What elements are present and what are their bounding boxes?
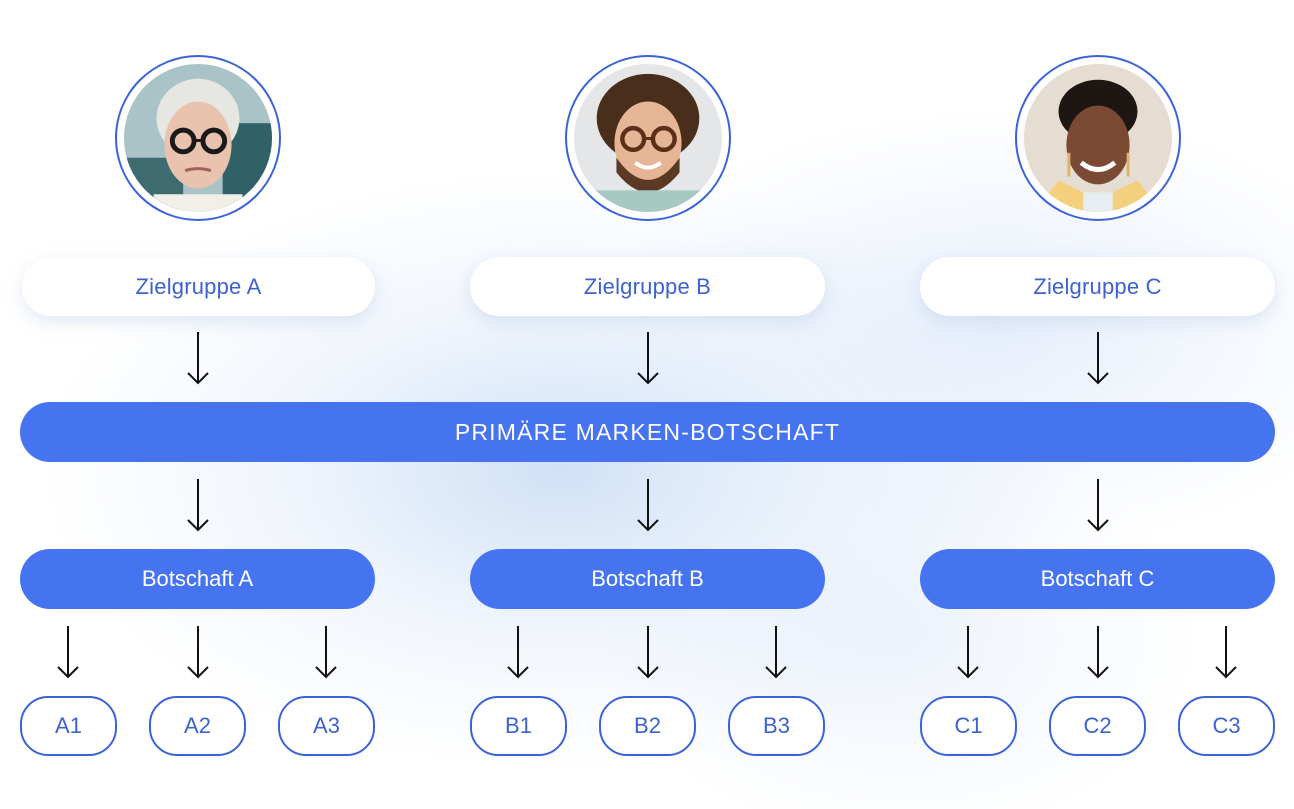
audience-pill-c: Zielgruppe C <box>920 257 1275 316</box>
message-pill-c: Botschaft C <box>920 549 1275 609</box>
arrow-down-icon <box>1086 330 1110 386</box>
sub-message-label: B1 <box>505 713 532 738</box>
sub-message-label: A2 <box>184 713 211 738</box>
arrow-down-icon <box>636 624 660 680</box>
arrow-down-icon <box>1214 624 1238 680</box>
avatar-audience-a <box>115 55 281 221</box>
arrow-down-icon <box>314 624 338 680</box>
message-label-c: Botschaft C <box>1040 566 1155 591</box>
sub-message-a2: A2 <box>149 696 246 756</box>
arrow-down-icon <box>956 624 980 680</box>
arrow-down-icon <box>1086 624 1110 680</box>
sub-message-b3: B3 <box>728 696 825 756</box>
audience-label-b: Zielgruppe B <box>583 273 712 299</box>
portrait-curly-haired-man-image <box>574 64 722 212</box>
arrow-down-icon <box>186 477 210 533</box>
portrait-smiling-woman-image <box>1024 64 1172 212</box>
message-pill-a: Botschaft A <box>20 549 375 609</box>
portrait-older-woman-image <box>124 64 272 212</box>
sub-message-label: C1 <box>954 713 983 738</box>
audience-pill-b: Zielgruppe B <box>470 257 825 316</box>
sub-message-c1: C1 <box>920 696 1017 756</box>
primary-brand-message-bar: PRIMÄRE MARKEN-BOTSCHAFT <box>20 402 1275 462</box>
arrow-down-icon <box>186 330 210 386</box>
sub-message-label: C2 <box>1083 713 1112 738</box>
primary-brand-message-label: PRIMÄRE MARKEN-BOTSCHAFT <box>454 418 841 445</box>
arrow-down-icon <box>636 330 660 386</box>
sub-message-b1: B1 <box>470 696 567 756</box>
sub-message-b2: B2 <box>599 696 696 756</box>
message-pill-b: Botschaft B <box>470 549 825 609</box>
message-label-b: Botschaft B <box>591 566 704 591</box>
arrow-down-icon <box>56 624 80 680</box>
audience-label-a: Zielgruppe A <box>135 273 262 299</box>
avatar-audience-b <box>565 55 731 221</box>
arrow-down-icon <box>1086 477 1110 533</box>
sub-message-c2: C2 <box>1049 696 1146 756</box>
audience-pill-a: Zielgruppe A <box>22 257 375 316</box>
arrow-down-icon <box>764 624 788 680</box>
sub-message-label: A3 <box>313 713 340 738</box>
arrow-down-icon <box>636 477 660 533</box>
sub-message-c3: C3 <box>1178 696 1275 756</box>
avatar-audience-c <box>1015 55 1181 221</box>
arrow-down-icon <box>506 624 530 680</box>
sub-message-a1: A1 <box>20 696 117 756</box>
sub-message-label: B2 <box>634 713 661 738</box>
audience-label-c: Zielgruppe C <box>1033 273 1162 299</box>
sub-message-label: B3 <box>763 713 790 738</box>
message-label-a: Botschaft A <box>141 566 254 591</box>
sub-message-label: C3 <box>1212 713 1241 738</box>
sub-message-a3: A3 <box>278 696 375 756</box>
arrow-down-icon <box>186 624 210 680</box>
sub-message-label: A1 <box>55 713 82 738</box>
